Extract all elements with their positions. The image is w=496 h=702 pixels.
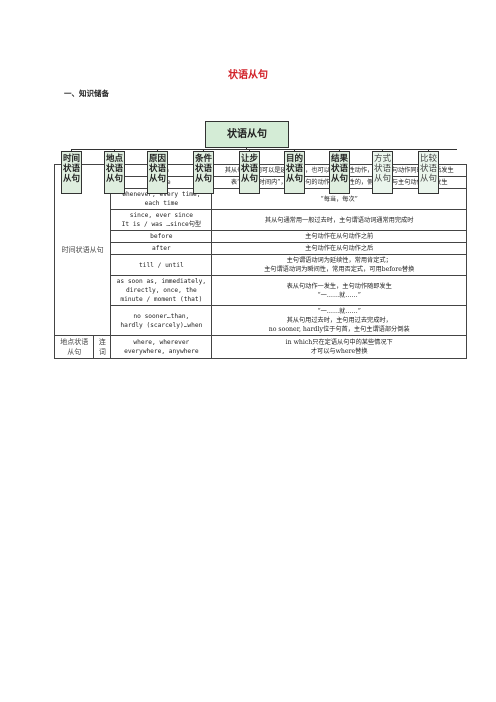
usage-cell: “一……就……”其从句用过去时，主句用过去完成时，no sooner, hard…	[211, 305, 467, 336]
tree-connector	[339, 149, 340, 151]
category-box: 方式状语从句	[372, 151, 393, 194]
category-box: 时间状语从句	[61, 151, 82, 194]
usage-cell: 表从句动作一发生，主句动作随即发生“一……就……”	[211, 275, 467, 306]
usage-cell: 主句谓语动词为延续性，常用肯定式；主句谓语动词为瞬间性，常用否定式，可用befo…	[211, 254, 467, 276]
tree-connector	[428, 149, 429, 151]
usage-cell: 主句动作在从句动作之前	[211, 230, 467, 243]
section-heading: 一、知识储备	[64, 89, 109, 98]
adverbial-clause-table: 时间状语从句when其从句的动词可以是延续性的，也可以是瞬间性动作，且与主句动作…	[53, 164, 467, 359]
tree-connector	[157, 149, 158, 151]
tree-connector	[382, 149, 383, 151]
category-box: 结果状语从句	[329, 151, 350, 194]
group-label-place: 地点状语从句	[53, 335, 95, 359]
category-box: 比较状语从句	[418, 151, 439, 194]
tree-connector	[249, 149, 250, 151]
conjunction-cell: till / until	[110, 254, 213, 276]
conjunction-cell: before	[110, 230, 213, 243]
tree-connector	[71, 149, 72, 151]
category-box: 原因状语从句	[147, 151, 168, 194]
category-box: 让步状语从句	[239, 151, 260, 194]
tree-connector	[72, 149, 457, 150]
tree-connector	[203, 149, 204, 151]
conjunction-cell: as soon as, immediately, directly, once,…	[110, 275, 213, 306]
usage-cell: 其从句通常用一般过去时，主句谓语动词通常用完成时	[211, 209, 467, 231]
category-box: 条件状语从句	[193, 151, 214, 194]
category-box: 目的状语从句	[284, 151, 305, 194]
table-row: no sooner…than,hardly (scarcely)…when“一……	[55, 305, 467, 336]
category-box: 地点状语从句	[104, 151, 125, 194]
conjunction-cell: after	[110, 242, 213, 255]
tree-connector	[114, 149, 115, 151]
usage-cell: 主句动作在从句动作之后	[211, 242, 467, 255]
tree-connector	[294, 149, 295, 151]
usage-cell: in which只在定语从句中的某些情况下才可以与where替换	[211, 335, 467, 359]
document-title: 状语从句	[228, 70, 268, 81]
table-row: as soon as, immediately, directly, once,…	[55, 275, 467, 306]
conjunction-cell: no sooner…than,hardly (scarcely)…when	[110, 305, 213, 336]
tree-root: 状语从句	[205, 121, 289, 148]
sub-label-conjunction: 连词	[93, 335, 112, 359]
